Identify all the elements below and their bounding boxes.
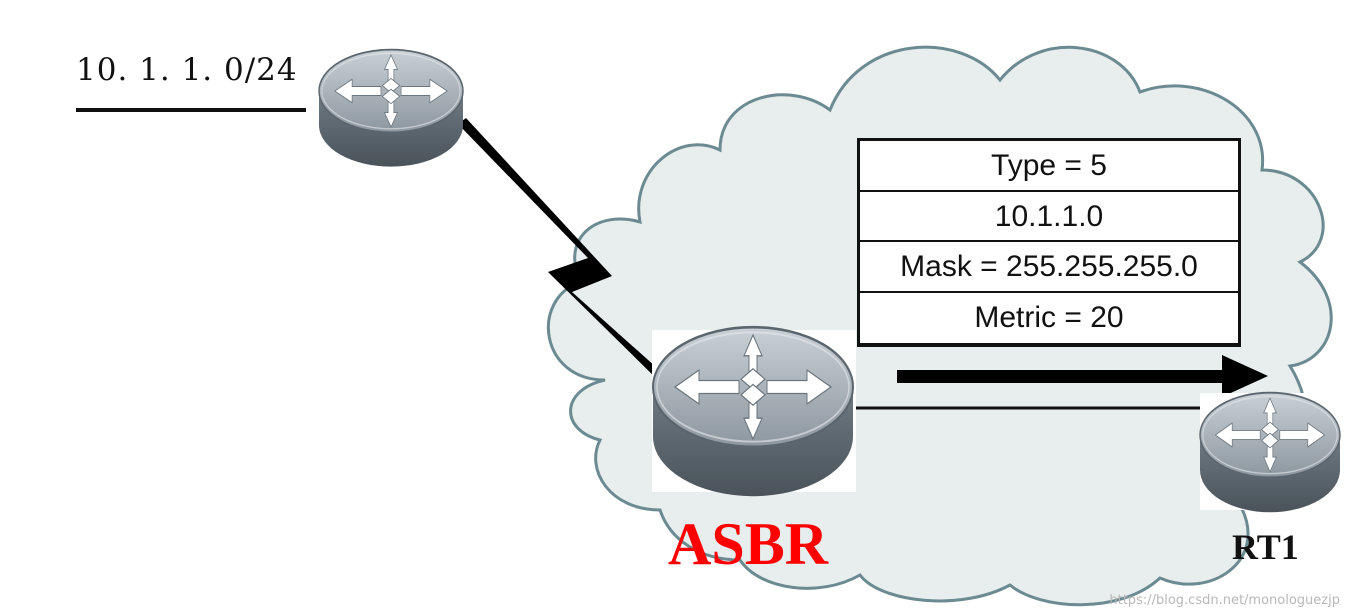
lsa-table: Type = 5 10.1.1.0 Mask = 255.255.255.0 M… [857, 138, 1241, 347]
asbr-label: ASBR [668, 511, 829, 577]
rt1-label: RT1 [1232, 527, 1299, 567]
lsa-type-row: Type = 5 [860, 141, 1238, 192]
arrow-right-icon [897, 355, 1268, 397]
serial-link-icon [458, 118, 666, 382]
router-icon [1199, 391, 1341, 514]
router-icon [318, 48, 464, 168]
watermark: https://blog.csdn.net/monologuezjp [1109, 593, 1340, 608]
lsa-mask-row: Mask = 255.255.255.0 [860, 242, 1238, 293]
subnet-label: 10. 1. 1. 0/24 [76, 52, 298, 88]
lsa-network-row: 10.1.1.0 [860, 192, 1238, 242]
lsa-metric-row: Metric = 20 [974, 300, 1124, 334]
router-icon [651, 325, 855, 498]
